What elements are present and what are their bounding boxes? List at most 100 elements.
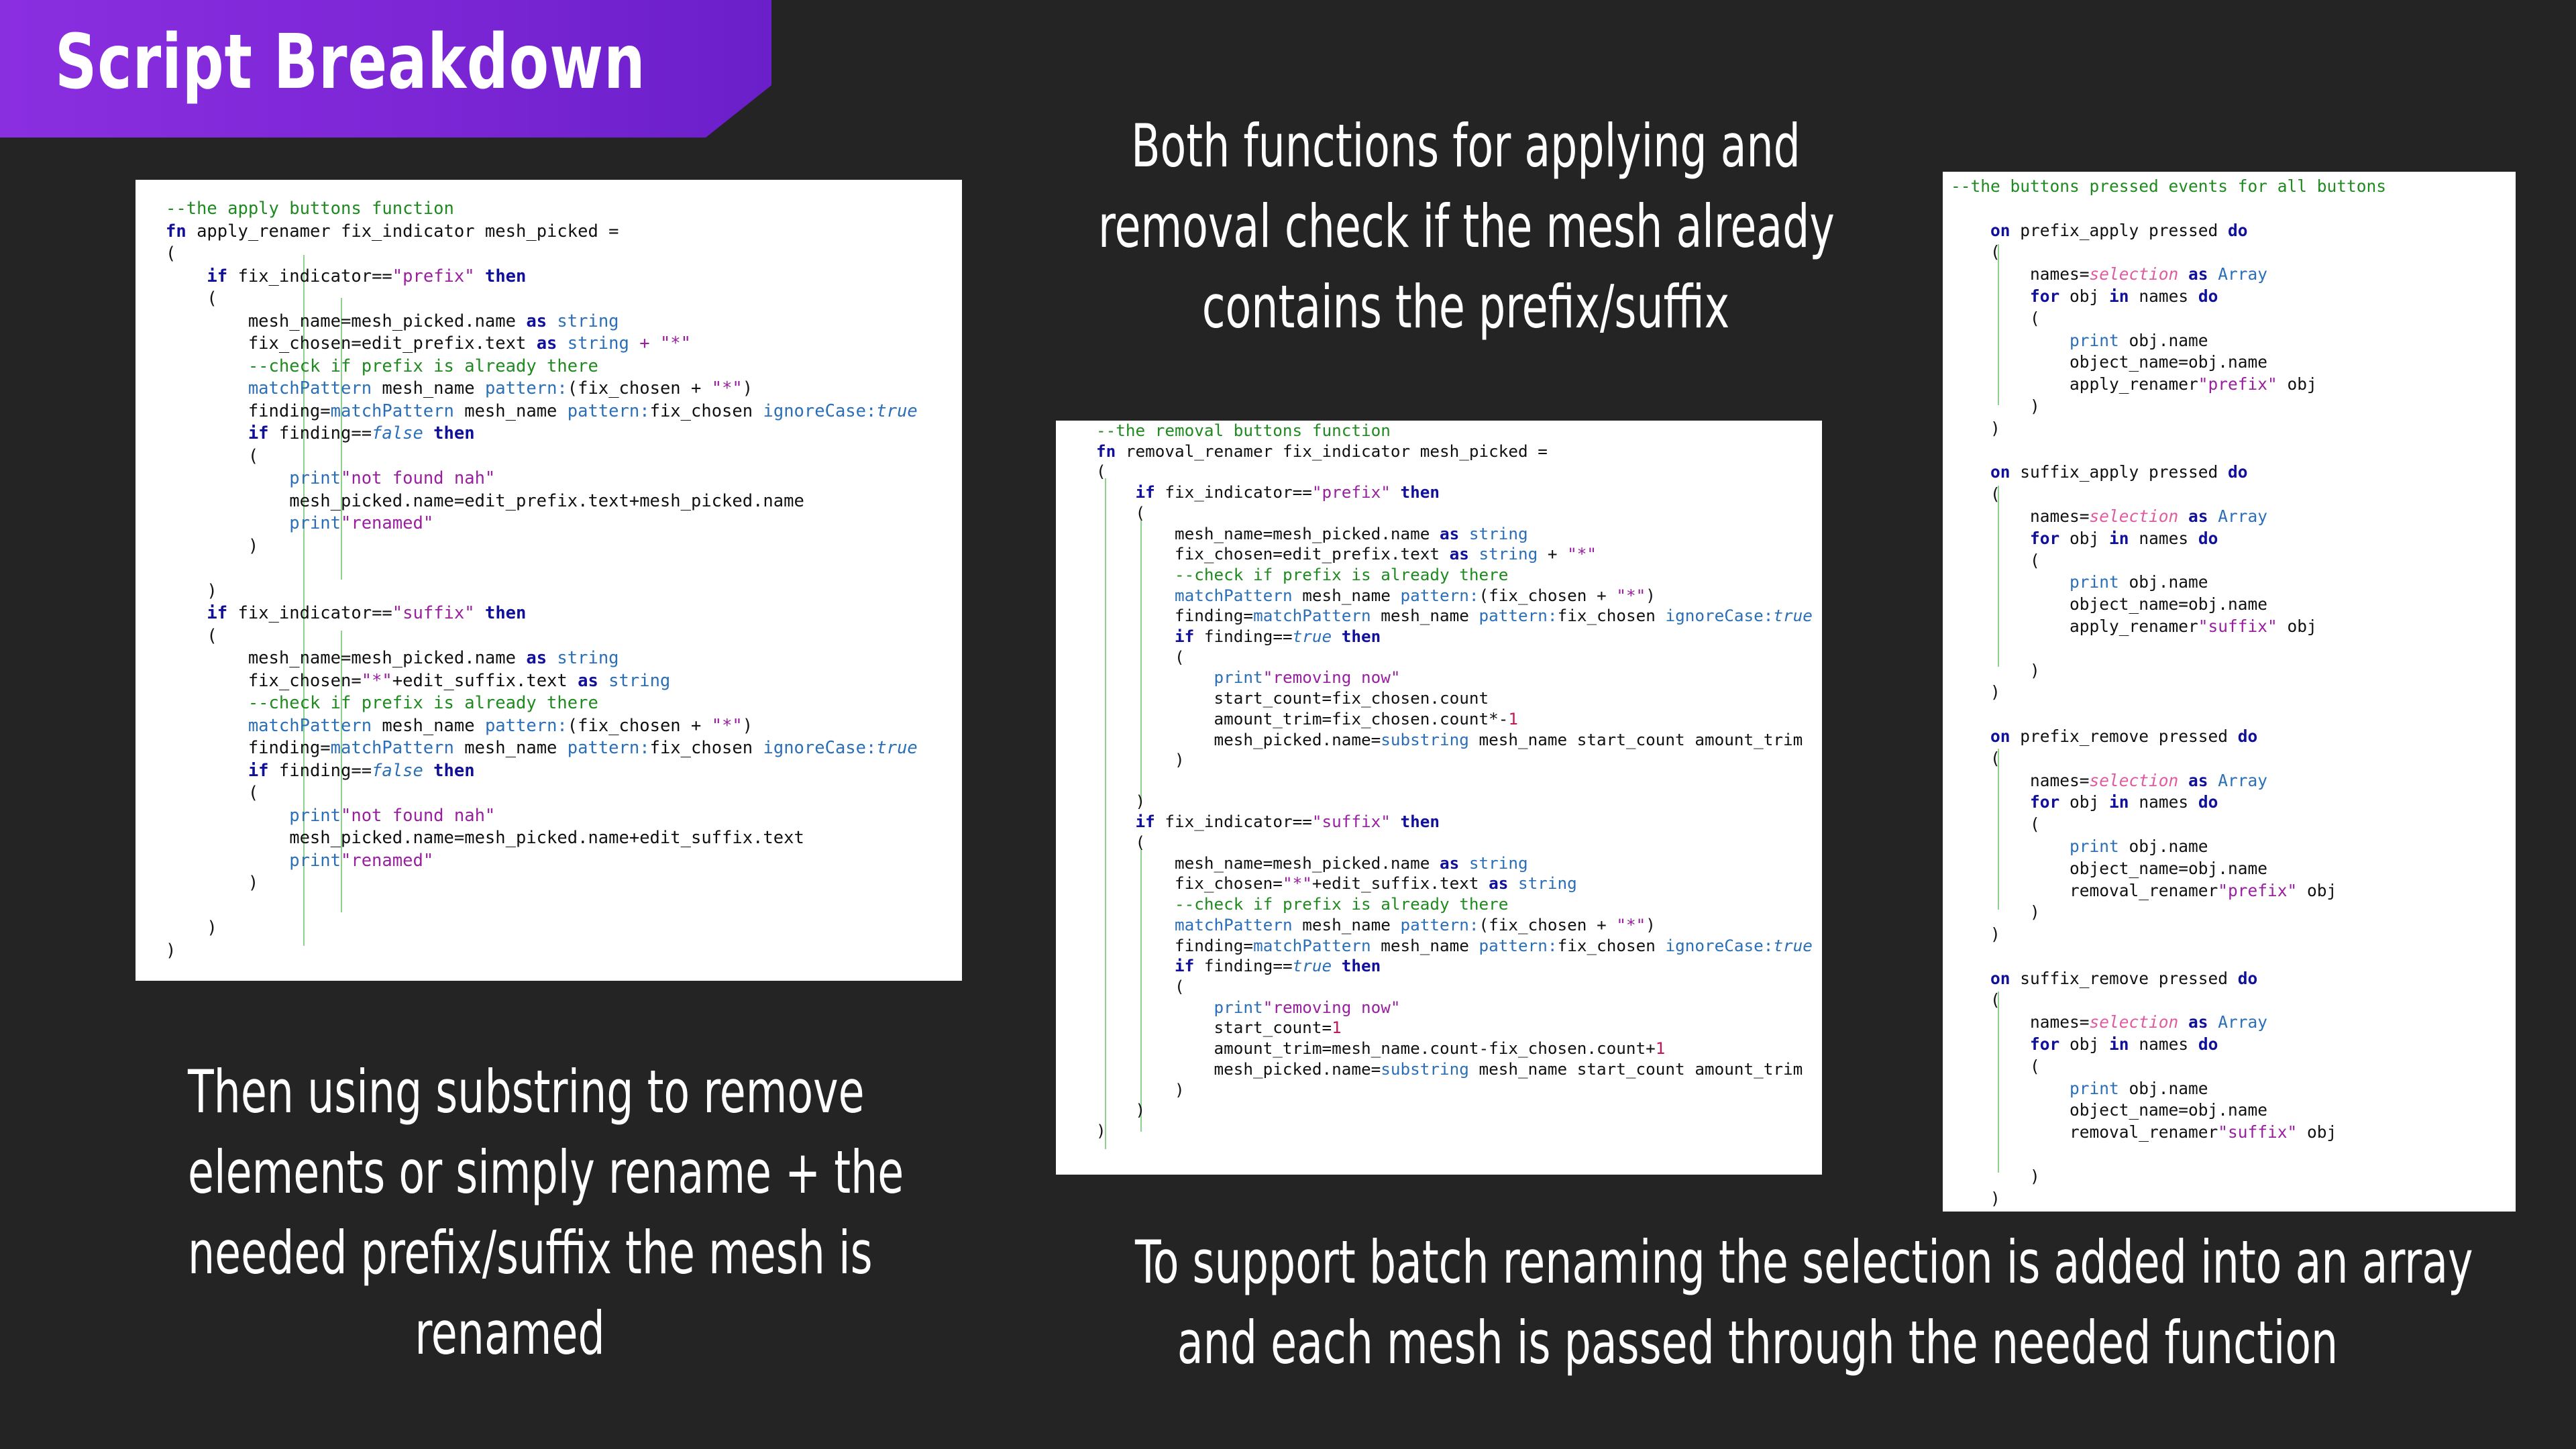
page-title: Script Breakdown <box>55 19 646 106</box>
code-token: print <box>1214 997 1263 1017</box>
code-line: mesh_picked.name=substring mesh_name sta… <box>1096 1059 1813 1080</box>
code-token: ( <box>166 244 176 264</box>
code-token <box>1951 221 1990 240</box>
code-token: "*" <box>711 378 743 398</box>
code-token: ( <box>166 445 259 466</box>
code-token: mesh_name <box>372 378 485 398</box>
code-line: ( <box>1951 484 2386 506</box>
code-line: names=selection as Array <box>1951 1012 2386 1034</box>
code-token: matchPattern <box>248 378 372 398</box>
caption-line: and each mesh is passed through the need… <box>1177 1308 2339 1377</box>
code-line: fix_chosen=edit_prefix.text as string + … <box>1096 544 1813 565</box>
code-token <box>166 761 248 781</box>
code-token: print <box>289 513 341 533</box>
code-line: ) <box>1951 902 2386 924</box>
code-line <box>1951 638 2386 660</box>
code-token <box>1096 482 1136 502</box>
code-token: matchPattern <box>1253 606 1371 626</box>
code-token: ) <box>1951 682 2000 702</box>
code-line <box>166 895 918 918</box>
code-token: matchPattern <box>330 400 454 421</box>
code-token: false <box>372 423 423 443</box>
code-token: on <box>1990 462 2021 482</box>
code-line: print"not found nah" <box>166 468 918 490</box>
code-line: --check if prefix is already there <box>1096 565 1813 586</box>
code-token: string <box>567 333 629 354</box>
code-token: ( <box>1951 308 2040 328</box>
code-token: as <box>1439 523 1469 543</box>
code-line: mesh_name=mesh_picked.name as string <box>1096 853 1813 874</box>
code-token: selection <box>2089 506 2179 526</box>
code-token: matchPattern <box>1175 585 1293 605</box>
code-line: ( <box>166 243 918 266</box>
code-token: ignoreCase: <box>1665 606 1774 626</box>
code-line: start_count=fix_chosen.count <box>1096 688 1813 709</box>
code-line <box>1096 771 1813 792</box>
code-token: ( <box>1096 502 1146 523</box>
code-line: on prefix_apply pressed do <box>1951 220 2386 242</box>
code-token: ) <box>1951 924 2000 945</box>
code-token <box>166 468 289 488</box>
code-token: fix_indicator== <box>1165 482 1312 502</box>
code-token: mesh_name <box>1371 935 1479 955</box>
code-line: print"renamed" <box>166 850 918 873</box>
code-token <box>1096 627 1175 646</box>
code-token <box>1951 529 2030 548</box>
code-token: ) <box>166 535 259 556</box>
code-token: mesh_name <box>453 400 568 421</box>
code-token: selection <box>2089 264 2179 284</box>
code-line: apply_renamer"suffix" obj <box>1951 616 2386 638</box>
code-guide-line <box>1105 478 1106 1149</box>
code-token: fix_chosen <box>649 400 763 421</box>
code-token: names= <box>1951 506 2090 526</box>
code-line: ) <box>166 872 918 895</box>
code-token: suffix_apply pressed <box>2020 462 2229 482</box>
code-line: print"removing now" <box>1096 998 1813 1018</box>
code-token: suffix_remove pressed <box>2020 968 2238 988</box>
caption-line: needed prefix/suffix the mesh is <box>188 1218 873 1287</box>
code-token: start_count=fix_chosen.count <box>1096 688 1489 708</box>
code-token: ( <box>1096 833 1146 853</box>
code-token: ( <box>166 625 217 646</box>
code-line: --the buttons pressed events for all but… <box>1951 176 2386 198</box>
code-token: obj <box>2070 286 2110 306</box>
code-line: for obj in names do <box>1951 286 2386 308</box>
code-token: obj <box>2297 1122 2337 1142</box>
caption-line: To support batch renaming the selection … <box>1135 1228 2473 1297</box>
code-token: matchPattern <box>1253 935 1371 955</box>
code-line: mesh_picked.name=substring mesh_name sta… <box>1096 730 1813 751</box>
code-line: mesh_name=mesh_picked.name as string <box>166 311 918 333</box>
code-token: if <box>1135 812 1165 832</box>
code-line: print"renamed" <box>166 513 918 535</box>
code-token: ) <box>1951 418 2000 438</box>
code-token: mesh_name <box>1371 606 1479 626</box>
code-line: ( <box>166 625 918 648</box>
code-token: +edit_suffix.text <box>1311 873 1489 894</box>
code-token: obj.name <box>2118 1078 2208 1098</box>
code-token: names <box>2139 286 2198 306</box>
code-token: finding== <box>1203 627 1293 647</box>
code-token: fix_chosen=edit_prefix.text <box>1096 544 1450 564</box>
code-token: mesh_picked.name= <box>1096 729 1381 749</box>
code-token: finding== <box>278 423 372 443</box>
code-line: object_name=obj.name <box>1951 352 2386 374</box>
code-token: if <box>1175 956 1204 976</box>
code-token: "not found nah" <box>341 805 496 826</box>
code-line: mesh_picked.name=edit_prefix.text+mesh_p… <box>166 490 918 513</box>
code-token: fix_chosen= <box>1096 873 1283 894</box>
code-token: --check if prefix is already there <box>248 693 598 713</box>
code-line: object_name=obj.name <box>1951 858 2386 880</box>
code-line: print obj.name <box>1951 1078 2386 1100</box>
code-token: finding= <box>1096 935 1254 955</box>
code-token <box>1951 969 1990 988</box>
code-token: ) <box>1096 1100 1146 1120</box>
code-token: "*" <box>361 670 392 691</box>
code-line: ( <box>166 288 918 311</box>
code-token: as <box>2178 770 2218 790</box>
code-line: for obj in names do <box>1951 1034 2386 1056</box>
code-line: ( <box>1951 308 2386 330</box>
code-token <box>1951 462 1990 482</box>
code-token <box>166 378 248 398</box>
code-line: ) <box>1951 924 2386 946</box>
code-guide-line <box>1140 520 1142 802</box>
